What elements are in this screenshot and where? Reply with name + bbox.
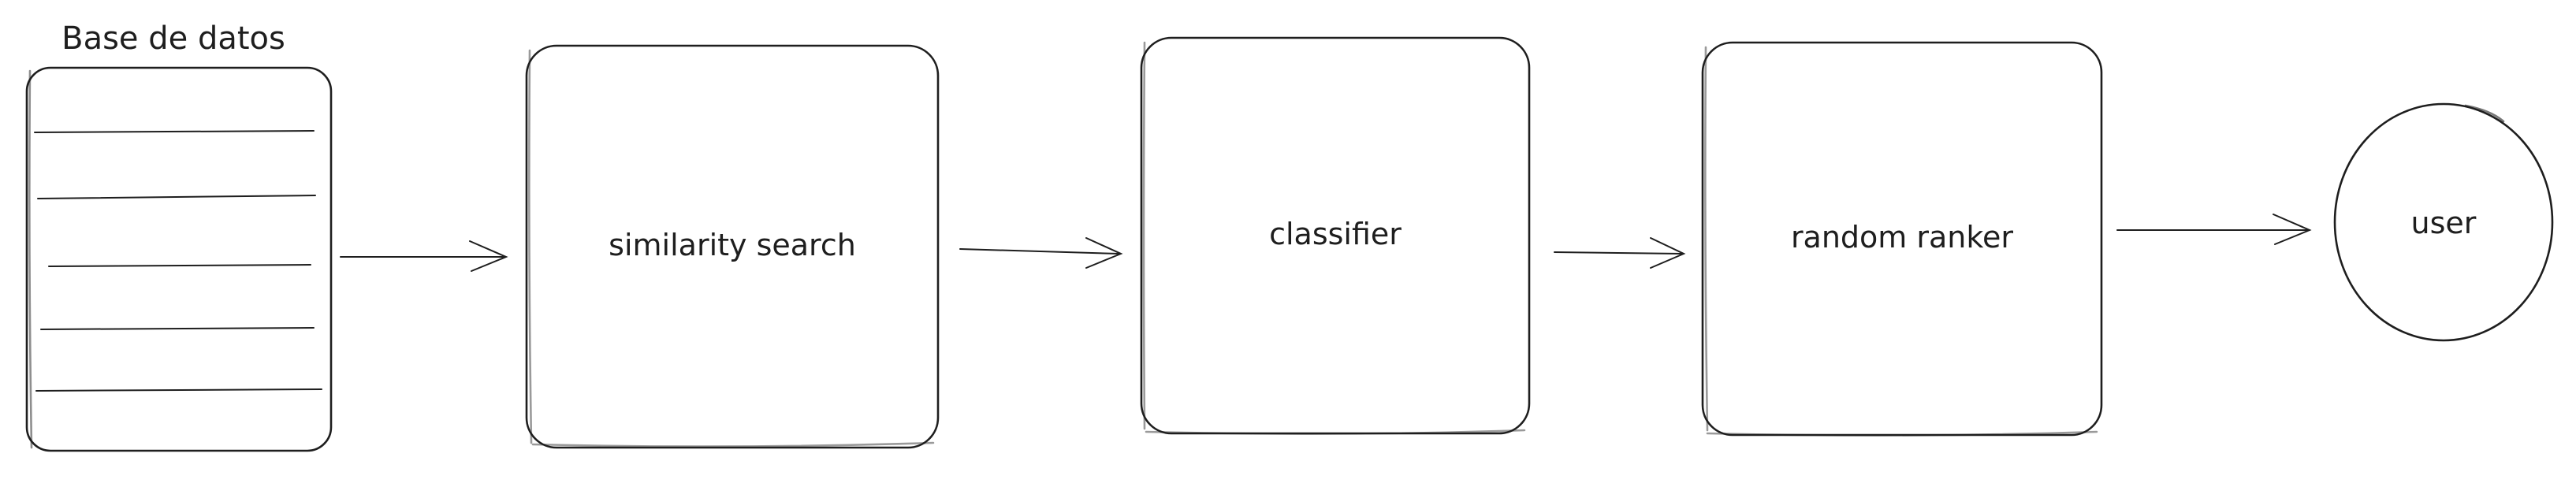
classifier-label: classifier — [1269, 217, 1402, 251]
arrow-classifier-to-ranker — [1554, 237, 1686, 269]
database-outline-stroke — [28, 69, 33, 449]
arrow-similarity-to-classifier — [959, 237, 1123, 269]
random-ranker-node[interactable]: random ranker — [1701, 41, 2103, 437]
classifier-box — [1140, 36, 1531, 435]
database-title: Base de datos — [61, 20, 285, 57]
database-outline — [25, 66, 333, 452]
classifier-box-stroke — [1142, 41, 1526, 435]
database-row-line — [35, 388, 322, 392]
similarity-search-label: similarity search — [609, 228, 856, 262]
database-row-line — [34, 130, 315, 133]
user-circle — [2333, 102, 2554, 342]
random-ranker-box-stroke — [1704, 46, 2098, 437]
similarity-search-node[interactable]: similarity search — [525, 44, 940, 449]
database-row-line — [48, 264, 311, 267]
similarity-search-box — [525, 44, 940, 449]
arrow-database-to-similarity — [340, 240, 508, 272]
database-node[interactable]: Base de datos — [25, 20, 333, 452]
user-node[interactable]: user — [2333, 102, 2554, 342]
random-ranker-box — [1701, 41, 2103, 437]
user-circle-stroke — [2464, 104, 2505, 123]
database-row-line — [37, 195, 316, 199]
random-ranker-label: random ranker — [1791, 220, 2013, 255]
user-label: user — [2411, 206, 2477, 240]
similarity-search-box-stroke — [528, 49, 935, 448]
classifier-node[interactable]: classifier — [1140, 36, 1531, 435]
arrow-ranker-to-user — [2116, 214, 2312, 245]
database-row-line — [40, 327, 315, 330]
